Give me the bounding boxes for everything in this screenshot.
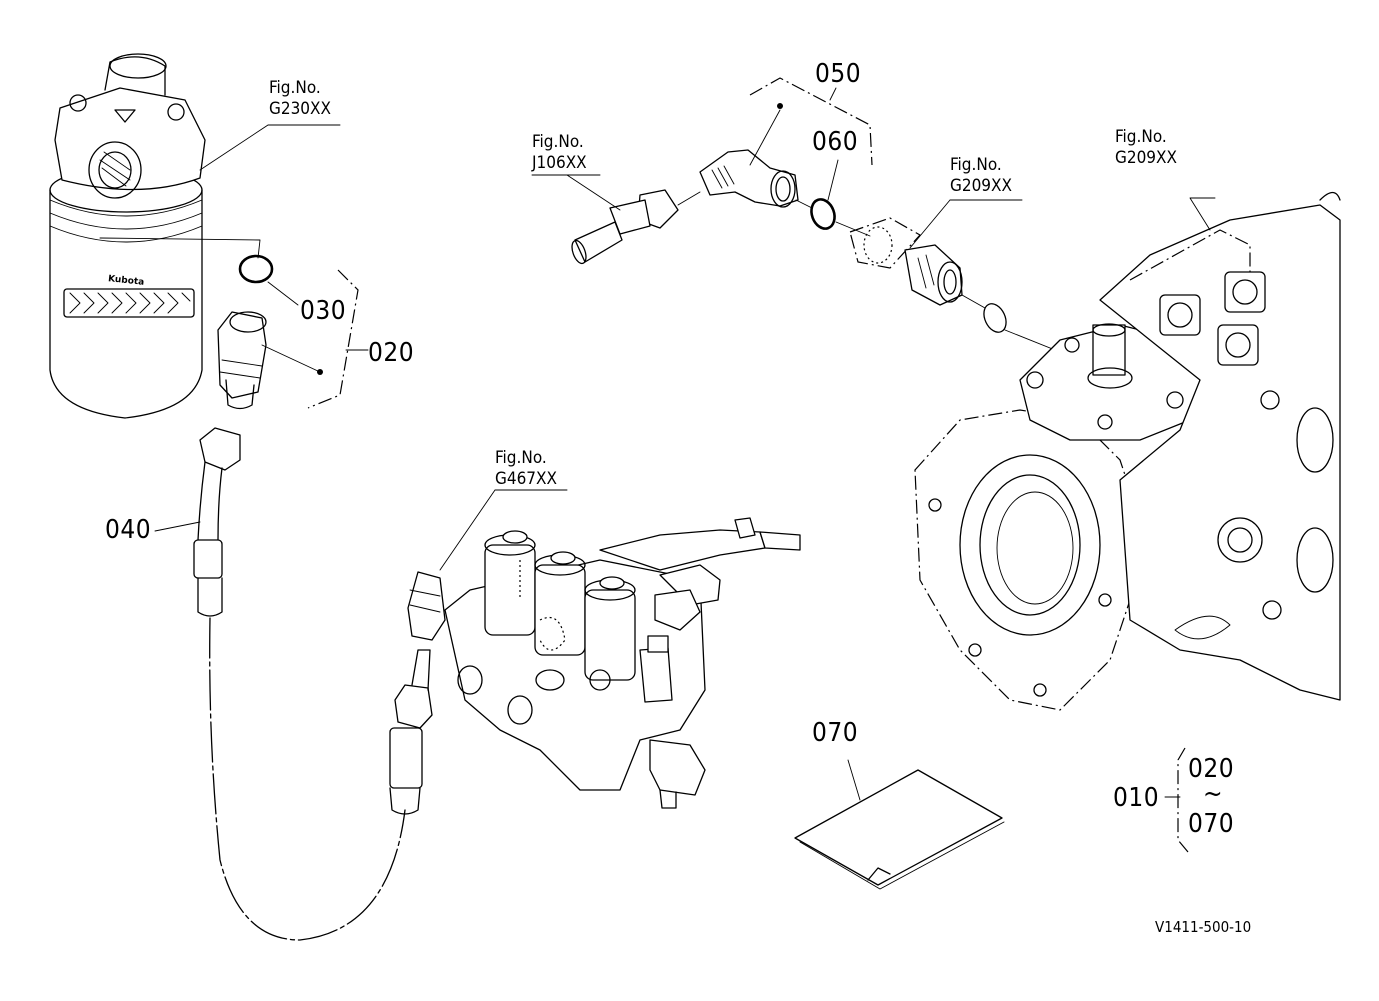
- figref-g467-line2: G467XX: [495, 469, 557, 489]
- figref-g209-pump-line2: G209XX: [1115, 148, 1177, 168]
- o-ring-030-drawing: [99, 237, 299, 306]
- tube-j106-drawing: [531, 174, 701, 265]
- assembly-range-end: 070: [1188, 809, 1235, 839]
- figref-j106[interactable]: Fig.No. J106XX: [532, 132, 587, 174]
- figref-g467-line1: Fig.No.: [495, 448, 547, 468]
- assembly-main-label[interactable]: 010: [1113, 783, 1160, 813]
- manual-070-drawing: [794, 759, 1005, 890]
- figref-g230[interactable]: Fig.No. G230XX: [269, 78, 331, 120]
- leader-g467: [439, 489, 568, 571]
- part-030-label[interactable]: 030: [300, 296, 347, 326]
- assembly-range-start: 020: [1188, 754, 1235, 784]
- hose-end-lower-drawing: [389, 571, 446, 815]
- oil-filter-drawing: [49, 53, 206, 419]
- figref-g230-line2: G230XX: [269, 99, 331, 119]
- valve-block-drawing: [444, 517, 801, 809]
- part-070-label[interactable]: 070: [812, 718, 859, 748]
- drawing-code: V1411-500-10: [1155, 918, 1252, 936]
- figref-g209-adapter-line2: G209XX: [950, 176, 1012, 196]
- bracket-050: [749, 77, 873, 166]
- adapter-g209-drawing: [849, 199, 1081, 361]
- part-020-label[interactable]: 020: [368, 338, 415, 368]
- assembly-range-separator: ~: [1203, 779, 1224, 809]
- figref-g230-line1: Fig.No.: [269, 78, 321, 98]
- o-ring-060-drawing: [795, 159, 871, 237]
- part-040-label[interactable]: 040: [105, 515, 152, 545]
- hydraulic-pump-drawing: [914, 191, 1341, 711]
- assembly-bracket: [1164, 747, 1189, 853]
- figref-g209-adapter[interactable]: Fig.No. G209XX: [950, 155, 1012, 197]
- bracket-020: [307, 269, 359, 409]
- hose-040-drawing: [154, 427, 406, 941]
- part-060-label[interactable]: 060: [812, 127, 859, 157]
- figref-g209-pump-line1: Fig.No.: [1115, 127, 1167, 147]
- adapter-020-drawing: [217, 311, 323, 410]
- figref-g467[interactable]: Fig.No. G467XX: [495, 448, 557, 490]
- elbow-fitting-050-drawing: [699, 103, 799, 208]
- figref-g209-pump[interactable]: Fig.No. G209XX: [1115, 127, 1177, 169]
- leader-g230: [199, 124, 341, 171]
- figref-g209-adapter-line1: Fig.No.: [950, 155, 1002, 175]
- figref-j106-line1: Fig.No.: [532, 132, 584, 152]
- figref-j106-line2: J106XX: [532, 153, 587, 173]
- part-050-label[interactable]: 050: [815, 59, 862, 89]
